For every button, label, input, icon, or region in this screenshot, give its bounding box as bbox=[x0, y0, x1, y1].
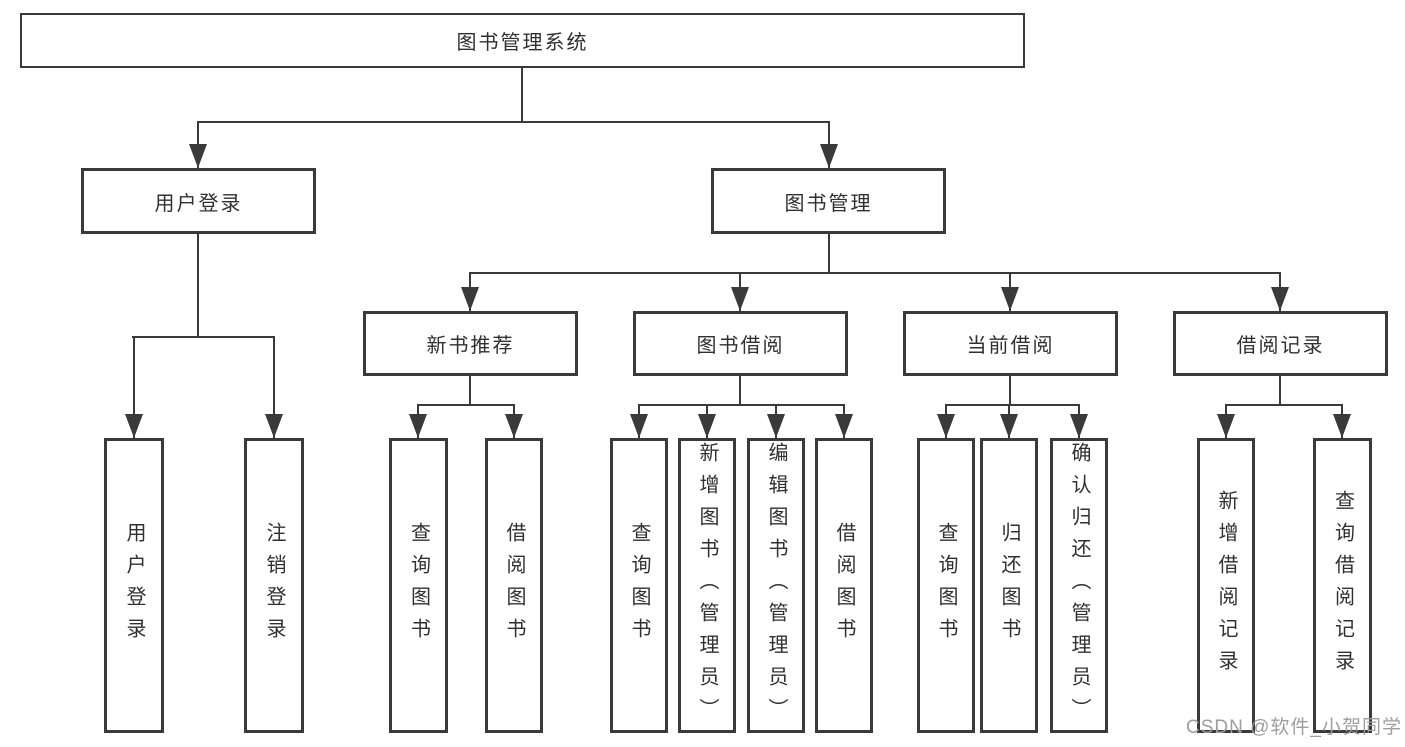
arrowhead-down bbox=[1217, 414, 1235, 438]
arrowhead-down bbox=[1000, 414, 1018, 438]
connector-to-leaf-logout bbox=[273, 336, 275, 438]
leaf-borrow-books: 借阅图书 bbox=[815, 438, 873, 733]
node-current-borrow-label: 当前借阅 bbox=[966, 335, 1055, 357]
leaf-borrow-books-label: 借阅图书 bbox=[833, 521, 855, 650]
leaf-borrow-books-recommend: 借阅图书 bbox=[485, 438, 543, 733]
node-book-borrow-label: 图书借阅 bbox=[696, 335, 785, 357]
leaf-add-books-admin: 新增图书（管理员） bbox=[678, 438, 736, 733]
leaf-return-books: 归还图书 bbox=[980, 438, 1038, 733]
arrowhead-to-borrow-records bbox=[1271, 287, 1289, 311]
leaf-query-books-current: 查询图书 bbox=[917, 438, 975, 733]
leaf-edit-books-admin: 编辑图书（管理员） bbox=[747, 438, 805, 733]
leaf-query-books-borrow-label: 查询图书 bbox=[628, 521, 650, 650]
node-user-login: 用户登录 bbox=[81, 168, 316, 234]
node-current-borrow: 当前借阅 bbox=[903, 311, 1118, 376]
connector-borrow-records-split bbox=[1225, 404, 1343, 406]
arrowhead-down bbox=[835, 414, 853, 438]
node-book-management-label: 图书管理 bbox=[784, 192, 873, 215]
node-root-system: 图书管理系统 bbox=[20, 13, 1025, 68]
arrowhead-down bbox=[937, 414, 955, 438]
arrowhead-down bbox=[1070, 414, 1088, 438]
arrowhead-down bbox=[698, 414, 716, 438]
node-book-management: 图书管理 bbox=[711, 168, 946, 234]
arrowhead-down bbox=[630, 414, 648, 438]
leaf-add-books-admin-label: 新增图书（管理员） bbox=[696, 441, 718, 730]
node-root-label: 图书管理系统 bbox=[456, 32, 589, 54]
leaf-logout: 注销登录 bbox=[244, 438, 304, 733]
connector-book-borrow-split bbox=[638, 404, 845, 406]
leaf-confirm-return-admin: 确认归还（管理员） bbox=[1050, 438, 1108, 733]
arrowhead-to-leaf-logout bbox=[265, 414, 283, 438]
connector-current-borrow-stem bbox=[1009, 376, 1011, 406]
arrowhead-to-leaf-user-login bbox=[125, 414, 143, 438]
connector-borrow-records-stem bbox=[1279, 376, 1281, 406]
leaf-query-books-borrow: 查询图书 bbox=[610, 438, 668, 733]
leaf-user-login-label: 用户登录 bbox=[123, 521, 145, 650]
connector-level3-split bbox=[469, 272, 1281, 274]
leaf-add-borrow-record-label: 新增借阅记录 bbox=[1215, 489, 1237, 682]
connector-to-leaf-user-login bbox=[133, 336, 135, 438]
arrowhead-to-book-borrow bbox=[731, 287, 749, 311]
arrowhead-down bbox=[409, 414, 427, 438]
connector-user-login-split bbox=[132, 336, 275, 338]
leaf-user-login: 用户登录 bbox=[104, 438, 164, 733]
connector-user-login-stem bbox=[197, 234, 199, 337]
leaf-query-books-current-label: 查询图书 bbox=[935, 521, 957, 650]
node-book-borrow: 图书借阅 bbox=[633, 311, 848, 376]
arrowhead-down bbox=[767, 414, 785, 438]
node-user-login-label: 用户登录 bbox=[154, 192, 243, 215]
arrowhead-to-current-borrow bbox=[1001, 287, 1019, 311]
connector-root-stem bbox=[521, 68, 523, 122]
arrowhead-to-book-management bbox=[820, 144, 838, 168]
connector-book-management-stem bbox=[828, 234, 830, 274]
connector-book-borrow-stem bbox=[739, 376, 741, 406]
leaf-add-borrow-record: 新增借阅记录 bbox=[1197, 438, 1255, 733]
leaf-return-books-label: 归还图书 bbox=[998, 521, 1020, 650]
leaf-query-borrow-record-label: 查询借阅记录 bbox=[1331, 489, 1354, 682]
leaf-query-books-recommend-label: 查询图书 bbox=[407, 521, 430, 650]
connector-current-borrow-split bbox=[945, 404, 1080, 406]
connector-new-book-split bbox=[417, 404, 515, 406]
node-borrow-records: 借阅记录 bbox=[1173, 311, 1388, 376]
leaf-confirm-return-admin-label: 确认归还（管理员） bbox=[1068, 441, 1090, 730]
connector-new-book-stem bbox=[469, 376, 471, 406]
leaf-logout-label: 注销登录 bbox=[263, 521, 285, 650]
node-new-book-recommend-label: 新书推荐 bbox=[426, 335, 515, 357]
leaf-query-borrow-record: 查询借阅记录 bbox=[1313, 438, 1372, 733]
leaf-borrow-books-recommend-label: 借阅图书 bbox=[503, 521, 525, 650]
arrowhead-to-new-book bbox=[461, 287, 479, 311]
leaf-edit-books-admin-label: 编辑图书（管理员） bbox=[765, 441, 787, 730]
leaf-query-books-recommend: 查询图书 bbox=[389, 438, 448, 733]
csdn-watermark: CSDN @软件_小贺同学 bbox=[1186, 717, 1402, 738]
node-borrow-records-label: 借阅记录 bbox=[1236, 335, 1325, 357]
arrowhead-down bbox=[1333, 414, 1351, 438]
arrowhead-to-user-login bbox=[189, 144, 207, 168]
connector-level1-split bbox=[197, 121, 830, 123]
arrowhead-down bbox=[505, 414, 523, 438]
node-new-book-recommend: 新书推荐 bbox=[363, 311, 578, 376]
